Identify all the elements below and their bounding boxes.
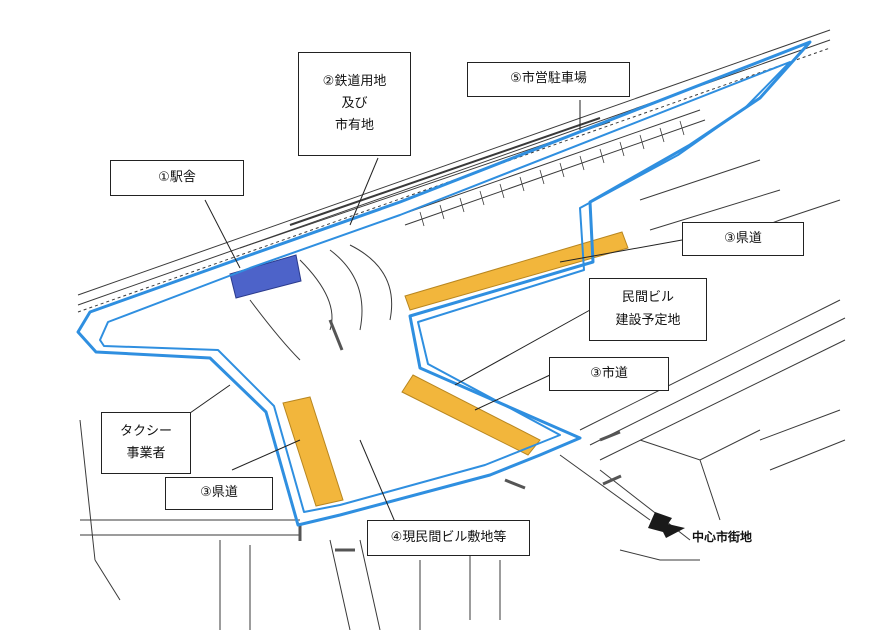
prefectural-road-top-label: ③県道 (724, 230, 762, 246)
private-building-plan-line2: 建設予定地 (615, 312, 681, 328)
prefectural-road-top-callout: ③県道 (682, 222, 804, 256)
taxi-operator-line1: タクシー (119, 423, 172, 439)
current-buildings-callout: ④現民間ビル敷地等 (367, 520, 530, 556)
railway-land-label-line1: ②鉄道用地 (322, 73, 387, 89)
railway-land-callout: ②鉄道用地 及び 市有地 (298, 52, 411, 156)
highlighted-roads (282, 231, 629, 507)
city-road-area (401, 374, 541, 456)
municipal-parking-label: ⑤市営駐車場 (510, 71, 587, 87)
railway-land-label-line3: 市有地 (334, 118, 374, 134)
station-callout: ①駅舎 (110, 160, 244, 196)
city-center-arrow (648, 512, 685, 538)
city-center-label: 中心市街地 (692, 530, 753, 544)
station-building (229, 254, 302, 299)
city-road-label: ③市道 (590, 365, 628, 381)
railway-land-label-line2: 及び (341, 95, 368, 111)
prefectural-road-bottom-label: ③県道 (200, 485, 238, 501)
project-boundary (76, 40, 812, 527)
private-building-plan-callout: 民間ビル 建設予定地 (589, 278, 707, 341)
city-road-callout: ③市道 (549, 357, 669, 391)
current-buildings-label: ④現民間ビル敷地等 (390, 529, 507, 545)
taxi-operator-line2: 事業者 (126, 446, 166, 461)
prefectural-road-top-area (404, 231, 629, 311)
municipal-parking-callout: ⑤市営駐車場 (467, 62, 630, 97)
prefectural-road-bottom-area (282, 396, 344, 507)
station-label: ①駅舎 (158, 169, 196, 185)
private-building-plan-line1: 民間ビル (621, 290, 674, 306)
taxi-operator-callout: タクシー 事業者 (101, 412, 191, 474)
prefectural-road-bottom-callout: ③県道 (165, 477, 273, 510)
